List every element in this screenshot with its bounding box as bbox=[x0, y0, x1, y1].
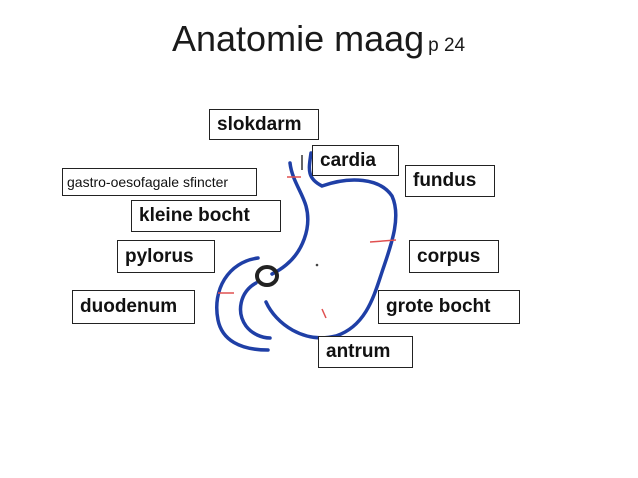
antrum-marker bbox=[321, 308, 327, 319]
stray-dot bbox=[315, 263, 319, 267]
label-grote-bocht: grote bocht bbox=[378, 290, 520, 324]
label-kleine-bocht: kleine bocht bbox=[131, 200, 281, 232]
label-gastro-oesofagale-sfincter: gastro-oesofagale sfincter bbox=[62, 168, 257, 196]
pylorus-sphincter-ring bbox=[255, 265, 279, 287]
label-antrum: antrum bbox=[318, 336, 413, 368]
corpus-marker bbox=[369, 239, 397, 243]
label-duodenum: duodenum bbox=[72, 290, 195, 324]
label-pylorus: pylorus bbox=[117, 240, 215, 273]
label-corpus: corpus bbox=[409, 240, 499, 273]
label-slokdarm: slokdarm bbox=[209, 109, 319, 140]
label-cardia: cardia bbox=[312, 145, 399, 176]
stomach-outer-outline bbox=[264, 151, 398, 340]
page-reference: p 24 bbox=[428, 35, 466, 56]
duodenum-outer-outline bbox=[215, 256, 270, 352]
title-text: Anatomie maag bbox=[172, 18, 425, 59]
duodenum-inner-outline bbox=[238, 281, 272, 340]
stomach-inner-outline bbox=[270, 161, 310, 276]
label-fundus: fundus bbox=[405, 165, 495, 197]
